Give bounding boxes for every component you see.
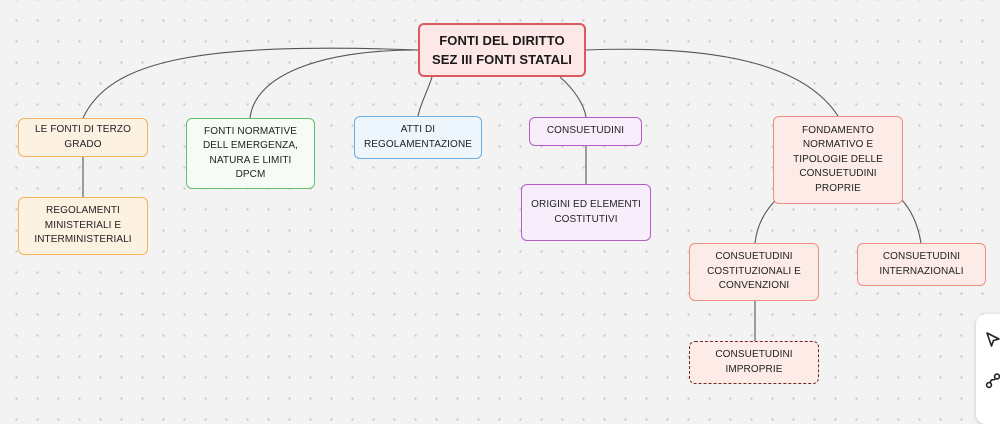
link-root-atti xyxy=(417,76,433,117)
node-label: CONSUETUDINI INTERNAZIONALI xyxy=(879,251,964,277)
node-label: LE FONTI DI TERZO GRADO xyxy=(35,124,131,150)
node-consuetudini-costituzionali[interactable]: CONSUETUDINI COSTITUZIONALI E CONVENZION… xyxy=(689,243,819,301)
node-consuetudini-improprie[interactable]: CONSUETUDINI IMPROPRIE xyxy=(689,341,819,384)
node-consuetudini[interactable]: CONSUETUDINI xyxy=(529,117,642,146)
node-fonti-emergenza[interactable]: FONTI NORMATIVE DELL EMERGENZA, NATURA E… xyxy=(186,118,315,189)
node-label: CONSUETUDINI xyxy=(546,125,625,137)
link-root-emergenza xyxy=(249,49,419,119)
link-root-terzo-grado xyxy=(82,47,419,119)
node-consuetudini-internazionali[interactable]: CONSUETUDINI INTERNAZIONALI xyxy=(857,243,986,286)
node-fondamento-normativo[interactable]: FONDAMENTO NORMATIVO E TIPOLOGIE DELLE C… xyxy=(773,116,903,204)
link-root-fondamento xyxy=(585,48,839,117)
node-label: FONTI NORMATIVE DELL EMERGENZA, NATURA E… xyxy=(202,125,299,181)
floating-toolbar xyxy=(976,314,1000,424)
node-label: FONDAMENTO NORMATIVO E TIPOLOGIE DELLE C… xyxy=(793,124,883,194)
node-label: CONSUETUDINI COSTITUZIONALI E CONVENZION… xyxy=(707,251,801,292)
node-label: REGOLAMENTI MINISTERIALI E INTERMINISTER… xyxy=(34,205,132,246)
root-node[interactable]: FONTI DEL DIRITTO SEZ III FONTI STATALI xyxy=(418,23,586,77)
root-label: FONTI DEL DIRITTO SEZ III FONTI STATALI xyxy=(431,32,573,68)
node-label: ORIGINI ED ELEMENTI COSTITUTIVI xyxy=(531,199,641,225)
pointer-icon[interactable] xyxy=(984,331,1000,349)
link-root-consuetudini xyxy=(559,76,587,118)
node-regolamenti-ministeriali[interactable]: REGOLAMENTI MINISTERIALI E INTERMINISTER… xyxy=(18,197,148,255)
node-atti-regolamentazione[interactable]: ATTI DI REGOLAMENTAZIONE xyxy=(354,116,482,159)
node-origini-elementi[interactable]: ORIGINI ED ELEMENTI COSTITUTIVI xyxy=(521,184,651,241)
connector-icon[interactable] xyxy=(984,372,1000,390)
link-fondamento-internazionali xyxy=(899,197,922,244)
link-fondamento-costituzionali xyxy=(754,197,779,244)
node-label: ATTI DI REGOLAMENTAZIONE xyxy=(363,124,473,150)
node-fonti-terzo-grado[interactable]: LE FONTI DI TERZO GRADO xyxy=(18,118,148,157)
node-label: CONSUETUDINI IMPROPRIE xyxy=(715,349,793,375)
